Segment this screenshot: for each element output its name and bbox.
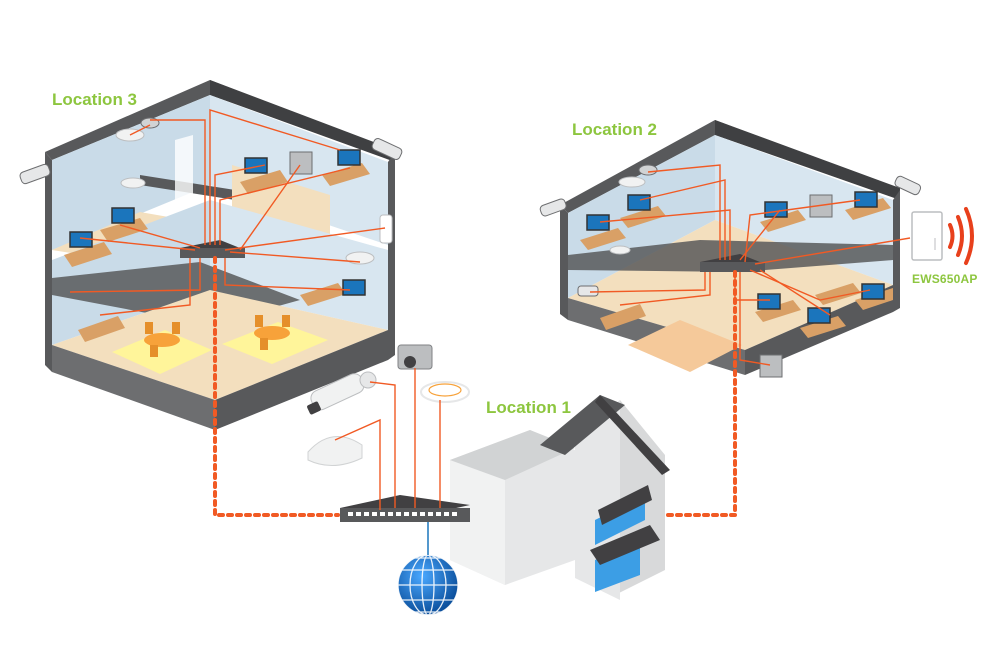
location-2-label: Location 2 [572,120,658,139]
globe-icon [397,554,459,616]
switch-icon [340,495,470,522]
signal-waves-icon [948,207,974,265]
location-1-label: Location 1 [486,398,572,417]
camera-icon [19,138,403,185]
access-point-label: EWS650AP [912,272,978,286]
wan-links [213,256,737,517]
location-1-devices [307,344,470,616]
access-point-icon [911,211,943,261]
location-3-label: Location 3 [52,90,138,109]
access-point-icon [420,381,470,403]
camera-icon [307,371,377,415]
location-3-building [19,80,403,430]
location-2-building [539,120,922,378]
location-1-building [450,395,670,600]
switch-icon [180,240,245,258]
switch-icon [700,254,765,272]
access-point-icon [307,436,363,466]
camera-icon [397,344,433,370]
